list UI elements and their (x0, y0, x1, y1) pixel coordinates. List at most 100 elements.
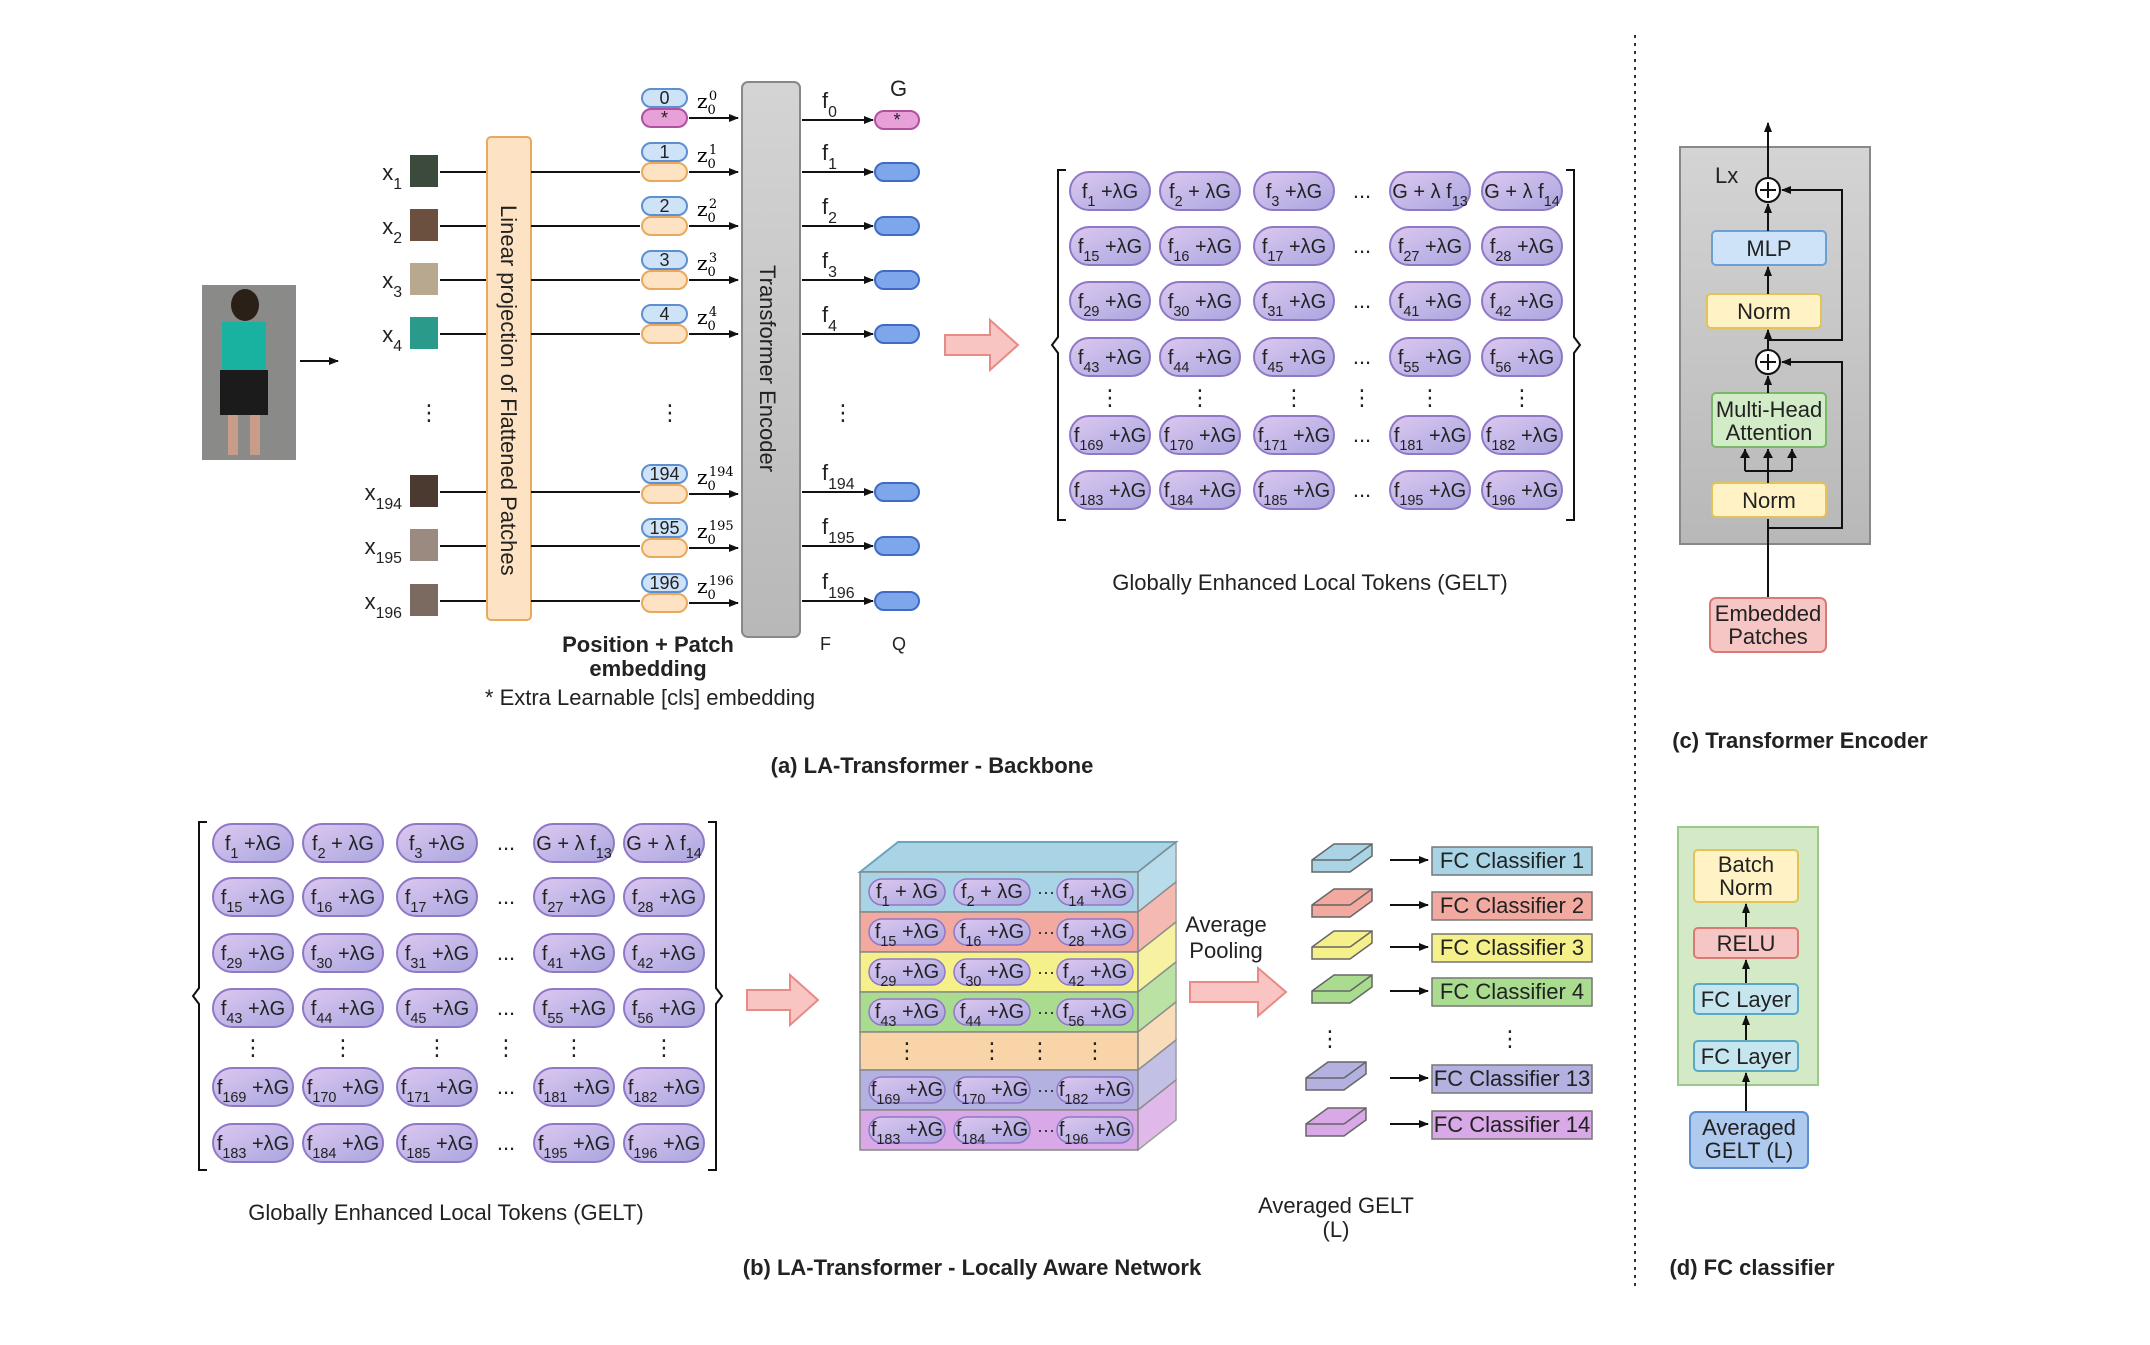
stack-token-label: f44 +λG (960, 1001, 1024, 1030)
gelt-token (1481, 171, 1563, 211)
gelt-token (1069, 415, 1151, 455)
gelt-token-label: f42 +λG (632, 943, 696, 972)
stack-ellipsis: ⋮ (1029, 1038, 1051, 1063)
gelt-token-label: f27 +λG (1398, 236, 1462, 265)
patch-embedding (641, 593, 688, 613)
cls-token (641, 108, 688, 128)
mlp-label: MLP (1746, 236, 1791, 261)
gelt-token-label: f182 +λG (1486, 425, 1558, 454)
gelt-token-label: f43 +λG (1078, 347, 1142, 376)
gelt-token-label: f182 +λG (628, 1077, 700, 1106)
z-label: z03 (697, 251, 717, 280)
avg-label-1: Averaged (1702, 1115, 1796, 1140)
gelt-token-label: f30 +λG (311, 943, 375, 972)
embedded-patches-box (1709, 597, 1827, 653)
gelt-token (302, 933, 384, 973)
gelt-token (1069, 470, 1151, 510)
f-output-label: f0 (822, 88, 837, 121)
gelt-token-label: f184 +λG (307, 1133, 379, 1162)
mha-label-1: Multi-Head (1716, 397, 1822, 422)
gelt-token-label: f1 +λG (1082, 181, 1138, 210)
caption-d: (d) FC classifier (1669, 1255, 1834, 1280)
local-token (874, 591, 920, 611)
stack-token-label: f169 +λG (871, 1079, 943, 1108)
stack-token (953, 918, 1031, 946)
gelt-token (396, 1123, 478, 1163)
gelt-token (1159, 415, 1241, 455)
gelt-token (1159, 226, 1241, 266)
lx-label: Lx (1715, 163, 1738, 188)
stack-token (953, 958, 1031, 986)
gelt-token (1389, 470, 1471, 510)
gelt-token (1159, 281, 1241, 321)
relu-box (1693, 927, 1799, 959)
gelt-token (1389, 337, 1471, 377)
gelt-token-label: f181 +λG (538, 1077, 610, 1106)
gelt-token (212, 988, 294, 1028)
pooled-vector (1311, 888, 1373, 918)
token-ellipsis: ⋮ (1189, 385, 1211, 410)
gelt-token (1389, 415, 1471, 455)
pedestrian-image (202, 285, 296, 460)
stack-token-label: f183 +λG (871, 1119, 943, 1148)
patch-thumbnail (410, 317, 438, 349)
stack-token-label: f196 +λG (1059, 1119, 1131, 1148)
gelt-token-label: f169 +λG (1074, 425, 1146, 454)
gelt-token (623, 877, 705, 917)
gelt-token-label: f56 +λG (632, 998, 696, 1027)
token-ellipsis: ... (497, 1074, 515, 1099)
fc-layer-label-top: FC Layer (1701, 987, 1791, 1012)
fc-classifier-box (1431, 977, 1593, 1007)
classifier-ellipsis: ⋮ (1499, 1026, 1521, 1051)
stack-hellipsis: ··· (1037, 1002, 1055, 1022)
stack-token (1056, 1076, 1134, 1104)
patch-thumbnail (410, 475, 438, 507)
gelt-token-label: f169 +λG (217, 1077, 289, 1106)
stack-token-label: f28 +λG (1063, 921, 1127, 950)
gelt-token-label: f15 +λG (221, 887, 285, 916)
local-token (874, 270, 920, 290)
gelt-token-label: f16 +λG (1168, 236, 1232, 265)
gelt-token (302, 1123, 384, 1163)
norm-box-top (1706, 293, 1822, 329)
gelt-token-label: G + λ f14 (626, 833, 701, 862)
norm-label-top: Norm (1737, 299, 1791, 324)
token-ellipsis: ⋮ (1351, 385, 1373, 410)
bars-ellipsis: ⋮ (1319, 1026, 1341, 1051)
z-label: z0194 (697, 465, 734, 494)
stack-ellipsis: ⋮ (1084, 1038, 1106, 1063)
gelt-token (533, 823, 615, 863)
stack-hellipsis: ··· (1037, 1080, 1055, 1100)
stack-token (868, 878, 946, 906)
gelt-token (1069, 337, 1151, 377)
patch-embedding (641, 324, 688, 344)
gelt-token-label: f196 +λG (1486, 480, 1558, 509)
gelt-token (302, 988, 384, 1028)
gelt-token (1481, 415, 1563, 455)
stack-token-label: f1 + λG (876, 881, 938, 910)
gelt-token-label: f41 +λG (1398, 291, 1462, 320)
gelt-token (1253, 337, 1335, 377)
stack-token (1056, 998, 1134, 1026)
encoder-block (1679, 146, 1871, 545)
gelt-token-label: f42 +λG (1490, 291, 1554, 320)
fc-classifier-label: FC Classifier 1 (1440, 848, 1584, 873)
gelt-token (533, 877, 615, 917)
gelt-token (1069, 226, 1151, 266)
transformer-encoder-box (741, 81, 801, 638)
stack-token (953, 998, 1031, 1026)
gelt-token-label: f170 +λG (1164, 425, 1236, 454)
stack-token-label: f56 +λG (1063, 1001, 1127, 1030)
gelt-token (1253, 226, 1335, 266)
pooled-vector (1311, 843, 1373, 873)
gelt-token-label: f44 +λG (311, 998, 375, 1027)
gelt-token-label: f17 +λG (405, 887, 469, 916)
left-bracket (1050, 169, 1066, 521)
local-token (874, 162, 920, 182)
position-id: 195 (649, 518, 679, 538)
gelt-token (1481, 281, 1563, 321)
patch-embedding (641, 484, 688, 504)
gelt-token (212, 823, 294, 863)
